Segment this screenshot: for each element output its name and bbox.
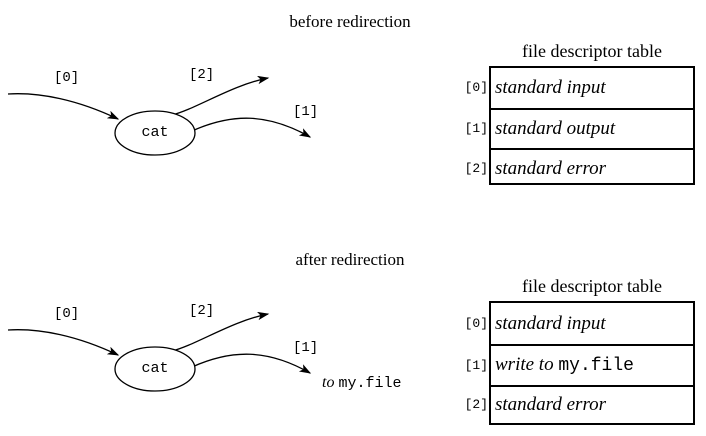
fd-table-caption-after: file descriptor table: [522, 276, 662, 296]
arrow-fd0-after: [7, 329, 120, 356]
arrow-label-fd0-before: [0]: [54, 70, 80, 86]
arrow-label-fd2-after: [2]: [189, 303, 215, 319]
fd-index-label: [0]: [464, 80, 488, 95]
process-ellipse-after: [114, 346, 196, 392]
fd-index-label: [1]: [464, 357, 488, 373]
fd-value-text: write to: [495, 354, 559, 375]
fd-value-filename: my.file: [558, 356, 634, 376]
fd-value-label: standard error: [495, 157, 607, 179]
arrow-fd2-before: [171, 75, 270, 116]
fd-table-row: [2] standard error: [465, 387, 693, 423]
fd-index-label: [0]: [464, 315, 488, 331]
fd-index-label: [2]: [464, 397, 488, 412]
fd-table-row: [2] standard error: [465, 150, 693, 187]
fd-table-caption-before: file descriptor table: [522, 41, 662, 61]
redirect-target-prefix: to: [322, 374, 335, 391]
process-ellipse-before: [114, 110, 196, 156]
section-title-before: before redirection: [289, 12, 411, 31]
fd-table-row: [0] standard input: [465, 68, 693, 110]
arrow-fd1-after: [191, 353, 312, 374]
arrows-svg-before: [7, 75, 312, 156]
fd-table-row: [1] write to my.file: [465, 346, 693, 387]
arrow-label-fd0-after: [0]: [54, 306, 80, 322]
process-name-before: cat: [141, 124, 169, 141]
fd-index-label: [1]: [464, 121, 488, 136]
fd-value-label: standard input: [495, 77, 606, 98]
process-diagram-after: cat [0] [2] [1] to my.file: [0, 291, 450, 431]
redirect-target-note: to my.file: [322, 374, 401, 393]
fd-table-row: [0] standard input: [465, 303, 693, 346]
arrows-svg-after: [7, 311, 312, 392]
fd-value-label: standard output: [495, 118, 616, 139]
process-name-after: cat: [141, 360, 169, 377]
arrow-fd0-before: [7, 93, 120, 120]
arrow-label-fd1-after: [1]: [293, 340, 319, 356]
fd-value-label: standard error: [495, 394, 607, 415]
fd-value-label: write to my.file: [495, 354, 634, 377]
arrow-label-fd1-before: [1]: [293, 104, 319, 120]
fd-table-row: [1] standard output: [465, 110, 693, 150]
section-title-after: after redirection: [295, 250, 405, 269]
fd-value-label: standard input: [495, 312, 606, 334]
arrow-label-fd2-before: [2]: [189, 67, 215, 83]
fd-table-before: [0] standard input [1] standard output […: [465, 66, 695, 187]
process-diagram-before: cat [0] [2] [1]: [0, 55, 340, 185]
fd-index-label: [2]: [464, 160, 488, 176]
redirect-target-filename: my.file: [338, 375, 402, 392]
arrow-fd2-after: [171, 311, 270, 352]
arrow-fd1-before: [191, 117, 312, 138]
fd-table-after: [0] standard input [1] write to my.file …: [465, 301, 695, 425]
